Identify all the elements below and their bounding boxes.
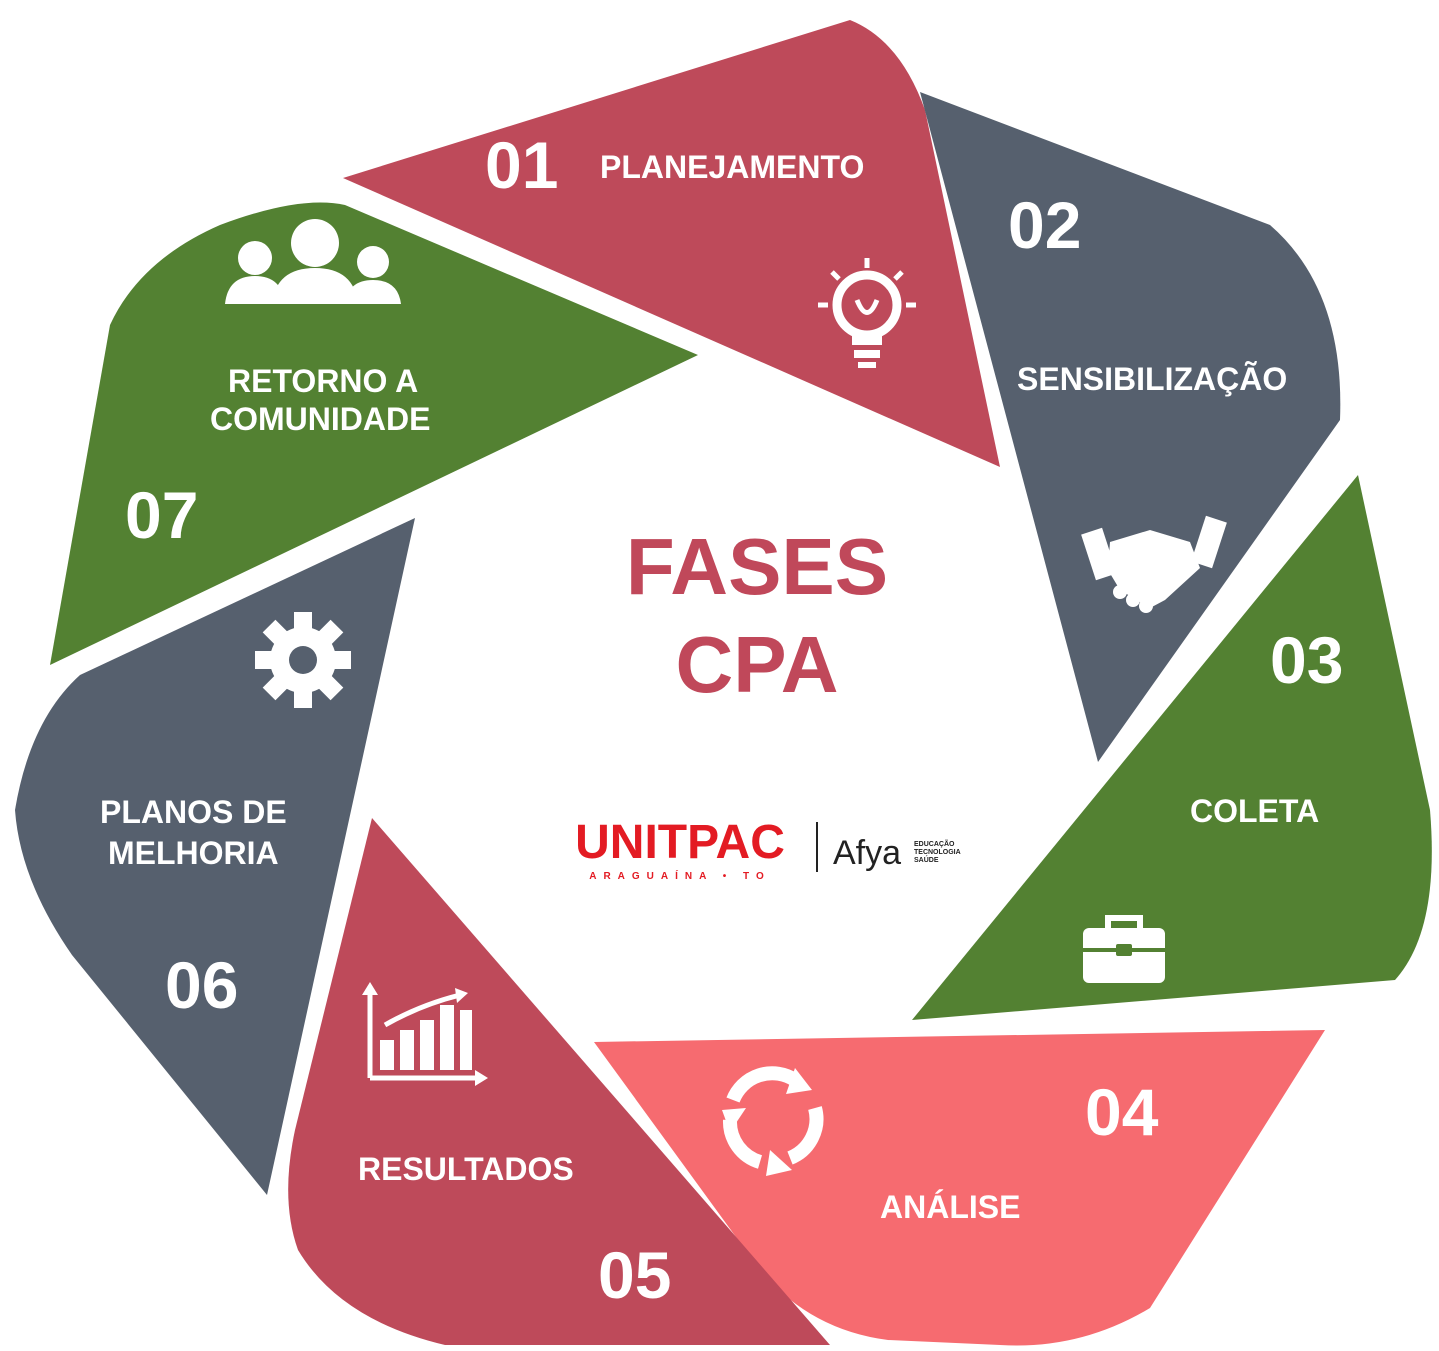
phase-06-label-line2: MELHORIA [108,835,279,871]
phase-07-label-line2: COMUNIDADE [210,401,430,437]
afya-tagline-line3: SAÚDE [914,855,939,864]
logo-divider [816,822,818,872]
cycle-arrows-icon [722,1066,824,1176]
afya-tagline-line2: TECNOLOGIA [914,849,961,856]
gear-icon [255,612,351,708]
phase-03-number: 03 [1270,623,1343,697]
afya-tagline-line1: EDUCAÇÃO [914,839,955,848]
phase-07-segment: 07 RETORNO A COMUNIDADE [50,202,698,665]
bar-chart-icon [362,982,488,1086]
unitpac-logo-subtitle: ARAGUAÍNA • TO [589,869,771,882]
phase-01-segment: 01 PLANEJAMENTO [343,20,1000,467]
briefcase-icon [1083,915,1165,983]
phase-04-label: ANÁLISE [880,1189,1020,1225]
phase-01-label: PLANEJAMENTO [600,149,864,185]
phase-07-shape [50,202,698,665]
phase-02-number: 02 [1008,188,1081,262]
phase-05-number: 05 [598,1238,671,1312]
afya-logo-text: Afya [833,834,901,872]
phase-06-segment: 06 PLANOS DE MELHORIA [15,518,415,1195]
phase-05-label: RESULTADOS [358,1151,574,1187]
lightbulb-icon [818,258,916,368]
logo: UNITPAC ARAGUAÍNA • TO Afya EDUCAÇÃO TEC… [575,816,961,882]
phase-05-shape [288,818,830,1345]
phase-01-shape [343,20,1000,467]
phase-04-segment: 04 ANÁLISE [594,1030,1325,1346]
center-title-line1: FASES [626,522,888,611]
unitpac-logo-text: UNITPAC [575,816,785,869]
phase-03-shape [912,475,1432,1020]
phase-06-number: 06 [165,948,238,1022]
phase-02-segment: 02 SENSIBILIZAÇÃO [920,92,1341,762]
phase-04-number: 04 [1085,1075,1159,1149]
phase-01-number: 01 [485,128,558,202]
phase-04-shape [594,1030,1325,1346]
phase-05-segment: 05 RESULTADOS [288,818,830,1345]
phase-03-label: COLETA [1190,793,1319,829]
phase-07-number: 07 [125,478,198,552]
handshake-icon [1081,515,1227,613]
phase-07-label-line1: RETORNO A [228,363,418,399]
phase-03-segment: 03 COLETA [912,475,1432,1020]
phase-06-label-line1: PLANOS DE [100,794,287,830]
phase-02-shape [920,92,1341,762]
phase-02-label: SENSIBILIZAÇÃO [1017,361,1287,397]
people-icon [225,219,401,304]
center-title-line2: CPA [676,620,839,709]
